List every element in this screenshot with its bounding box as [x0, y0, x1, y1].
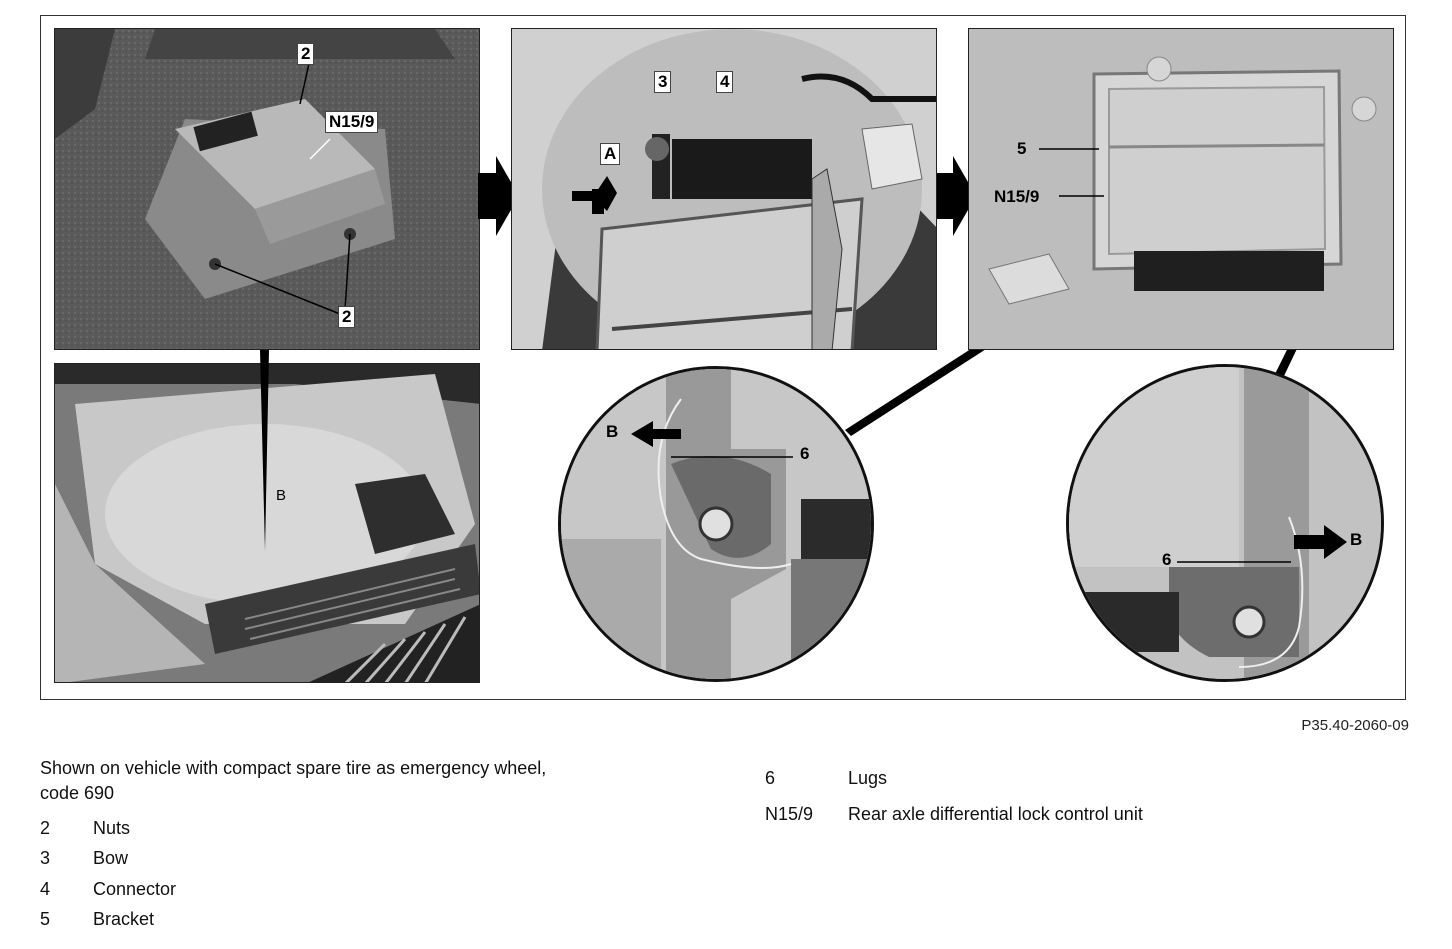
callout-arrow-b-right: B: [1350, 530, 1363, 549]
callout-lug-right: 6: [1162, 550, 1172, 569]
callout-nuts-top: 2: [297, 43, 315, 65]
callout-lug-left: 6: [800, 444, 810, 463]
figure-frame: 2 N15/9 2 B: [40, 15, 1406, 700]
right-lug-detail: [1069, 367, 1381, 679]
left-lug-detail: [561, 369, 871, 679]
legend-label: Rear axle differential lock control unit: [848, 804, 1143, 824]
callout-bow: 3: [654, 71, 672, 93]
legend-key: 2: [40, 818, 51, 838]
legend-key: 5: [40, 909, 51, 929]
photo-module-on-carpet: 2 N15/9 2: [54, 28, 480, 350]
callout-connector: 4: [716, 71, 734, 93]
callout-nuts-bottom: 2: [338, 306, 356, 328]
legend-label: Bow: [93, 848, 129, 868]
module-bracket-illustration: [969, 29, 1393, 349]
bow-connector-illustration: [512, 29, 936, 349]
photo-module-bracket: 5 N15/9: [968, 28, 1394, 350]
callout-trunk-letter: B: [276, 487, 287, 504]
legend-label: Lugs: [848, 768, 888, 788]
callout-bracket: 5: [1017, 139, 1027, 158]
figure-reference: P35.40-2060-09: [1301, 717, 1409, 734]
callout-arrow-b-left: B: [606, 422, 619, 441]
legend-key: 6: [765, 768, 776, 788]
callout-module-p3: N15/9: [994, 187, 1040, 206]
legend-key: 4: [40, 879, 51, 899]
legend-label: Connector: [93, 879, 177, 899]
legend-label: Nuts: [93, 818, 131, 838]
legend-key: N15/9: [765, 804, 814, 824]
callout-arrow-a: A: [600, 143, 621, 165]
magnifier-left-lug: B 6: [558, 366, 874, 682]
photo-trunk: B: [54, 363, 480, 683]
legend-intro: Shown on vehicle with compact spare tire…: [40, 758, 547, 803]
photo-bow-connector: 3 4 A: [511, 28, 937, 350]
callout-module-p1: N15/9: [325, 111, 379, 133]
magnifier-right-lug: B 6: [1066, 364, 1384, 682]
legend-label: Bracket: [93, 909, 155, 929]
legend-key: 3: [40, 848, 51, 868]
